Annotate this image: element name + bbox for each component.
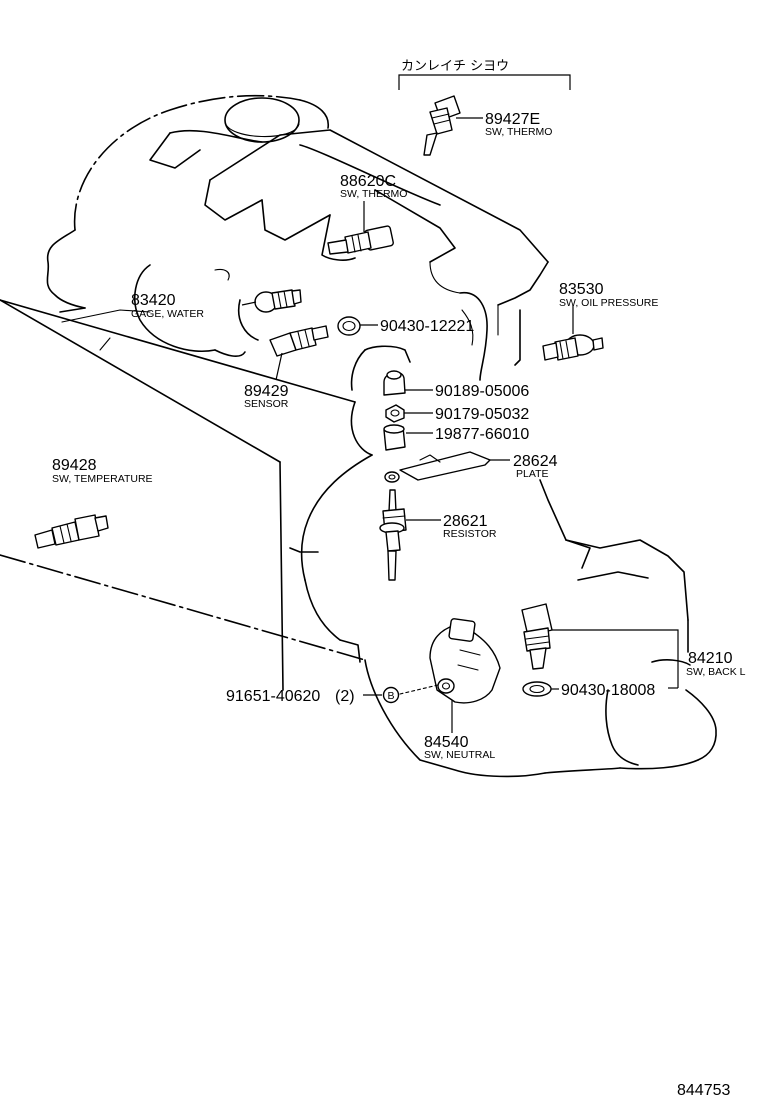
- gasket-90430-18008-drawing: [522, 681, 552, 697]
- label-84210: 84210 SW, BACK L: [686, 650, 746, 678]
- region-label: カンレイチ シヨウ: [401, 59, 509, 74]
- thermo-switch-88620c-drawing: [327, 225, 394, 255]
- engine-outline: [0, 94, 717, 778]
- label-19877-66010: 19877-66010: [435, 426, 529, 443]
- oil-pressure-switch-drawing: [542, 334, 604, 361]
- part-number: 89427E: [485, 111, 540, 128]
- label-84540: 84540 SW, NEUTRAL: [424, 734, 495, 761]
- part-number: 28621: [443, 513, 488, 530]
- label-28621: 28621 RESISTOR: [443, 513, 497, 540]
- temperature-switch-drawing: [34, 514, 109, 549]
- label-90179-05032: 90179-05032: [435, 406, 529, 423]
- label-83420: 83420 GAGE, WATER: [131, 292, 204, 320]
- part-number: 19877-66010: [435, 426, 529, 443]
- part-name: SW, BACK L: [686, 666, 746, 678]
- part-name: RESISTOR: [443, 528, 497, 540]
- part-name: SW, TEMPERATURE: [52, 473, 153, 485]
- part-name: GAGE, WATER: [131, 308, 204, 320]
- water-gage-drawing: [254, 289, 302, 313]
- part-number: 88620C: [340, 173, 396, 190]
- part-number: 28624: [513, 453, 558, 470]
- part-number: 90430-12221: [380, 318, 474, 335]
- neutral-switch-drawing: [429, 618, 501, 704]
- plate-drawing: [384, 451, 491, 483]
- thermo-switch-89427e-drawing: [423, 95, 461, 156]
- part-number: 83530: [559, 281, 604, 298]
- label-83530: 83530 SW, OIL PRESSURE: [559, 281, 658, 309]
- nut-90179-drawing: [385, 404, 405, 423]
- resistor-drawing: [379, 489, 407, 581]
- leader-lines: [241, 74, 679, 733]
- gasket-90430-12221-drawing: [337, 316, 361, 336]
- part-name: PLATE: [516, 468, 548, 480]
- part-number: 84210: [688, 650, 733, 667]
- part-name: SW, THERMO: [485, 126, 552, 138]
- label-89427e: 89427E SW, THERMO: [485, 111, 552, 138]
- part-name: SENSOR: [244, 398, 289, 410]
- labels: カンレイチ シヨウ 89427E SW, THERMO 88620C SW, T…: [52, 59, 746, 1099]
- part-number: 91651-40620: [226, 688, 320, 705]
- illustration-number: 844753: [677, 1082, 730, 1099]
- part-name: SW, THERMO: [340, 188, 407, 200]
- bolt-marker-icon: B: [382, 686, 400, 704]
- part-name: SW, OIL PRESSURE: [559, 297, 658, 309]
- label-88620c: 88620C SW, THERMO: [340, 173, 407, 200]
- label-90430-12221: 90430-12221: [380, 318, 474, 335]
- bolt-marker-letter: B: [387, 690, 394, 702]
- part-qty: (2): [335, 688, 355, 705]
- label-89429: 89429 SENSOR: [244, 383, 289, 410]
- insulator-19877-drawing: [383, 424, 406, 451]
- label-89428: 89428 SW, TEMPERATURE: [52, 457, 153, 485]
- label-90430-18008: 90430-18008: [561, 682, 655, 699]
- label-28624: 28624 PLATE: [513, 453, 558, 480]
- part-number: 84540: [424, 734, 469, 751]
- part-number: 90179-05032: [435, 406, 529, 423]
- back-light-switch-drawing: [521, 603, 553, 670]
- label-91651-40620: 91651-40620 (2): [226, 688, 355, 705]
- cap-90189-drawing: [383, 370, 406, 396]
- part-number: 83420: [131, 292, 176, 309]
- part-number: 89428: [52, 457, 97, 474]
- part-number: 90189-05006: [435, 383, 529, 400]
- sensor-89429-drawing: [269, 325, 329, 357]
- part-name: SW, NEUTRAL: [424, 749, 495, 761]
- label-90189-05006: 90189-05006: [435, 383, 529, 400]
- part-number: 90430-18008: [561, 682, 655, 699]
- part-number: 89429: [244, 383, 289, 400]
